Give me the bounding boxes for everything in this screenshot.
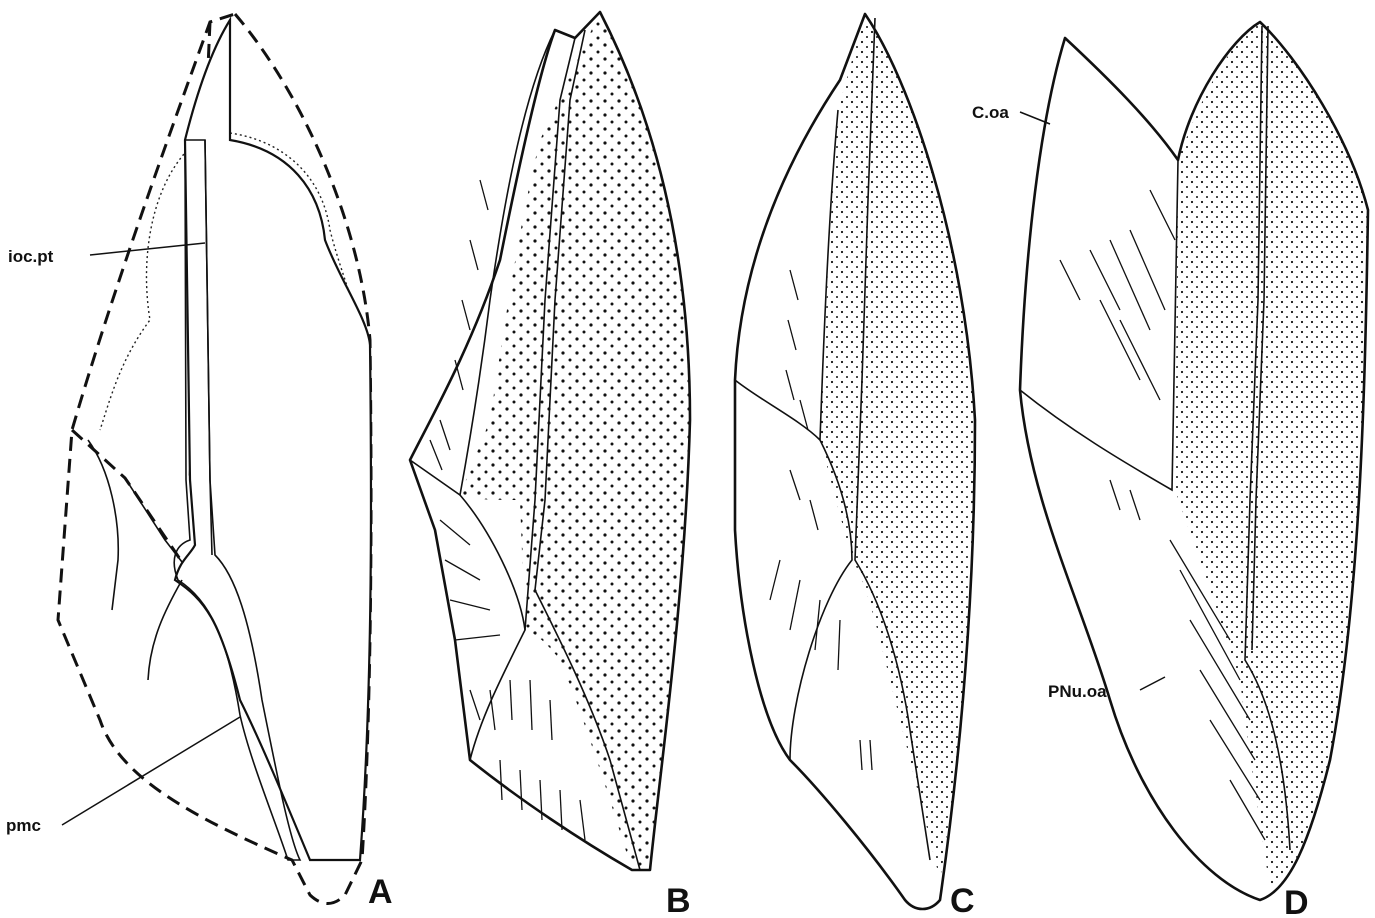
specimen-c bbox=[735, 14, 975, 909]
panel-label-b: B bbox=[666, 882, 691, 918]
panel-label-d: D bbox=[1284, 884, 1309, 918]
specimen-d bbox=[1020, 22, 1368, 900]
label-pnu-oa: PNu.oa bbox=[1048, 682, 1107, 701]
panel-label-a: A bbox=[368, 873, 393, 911]
label-ioc-pt: ioc.pt bbox=[8, 247, 54, 266]
label-pmc: pmc bbox=[6, 816, 41, 835]
specimen-a bbox=[58, 14, 371, 904]
specimen-a-crack bbox=[88, 440, 118, 610]
label-c-oa: C.oa bbox=[972, 103, 1009, 122]
specimen-a-preserved-margin-left bbox=[100, 140, 198, 430]
panel-label-c: C bbox=[950, 882, 975, 918]
specimen-a-pit bbox=[148, 580, 182, 680]
specimen-b bbox=[410, 12, 690, 870]
pmc-leader bbox=[62, 717, 240, 825]
